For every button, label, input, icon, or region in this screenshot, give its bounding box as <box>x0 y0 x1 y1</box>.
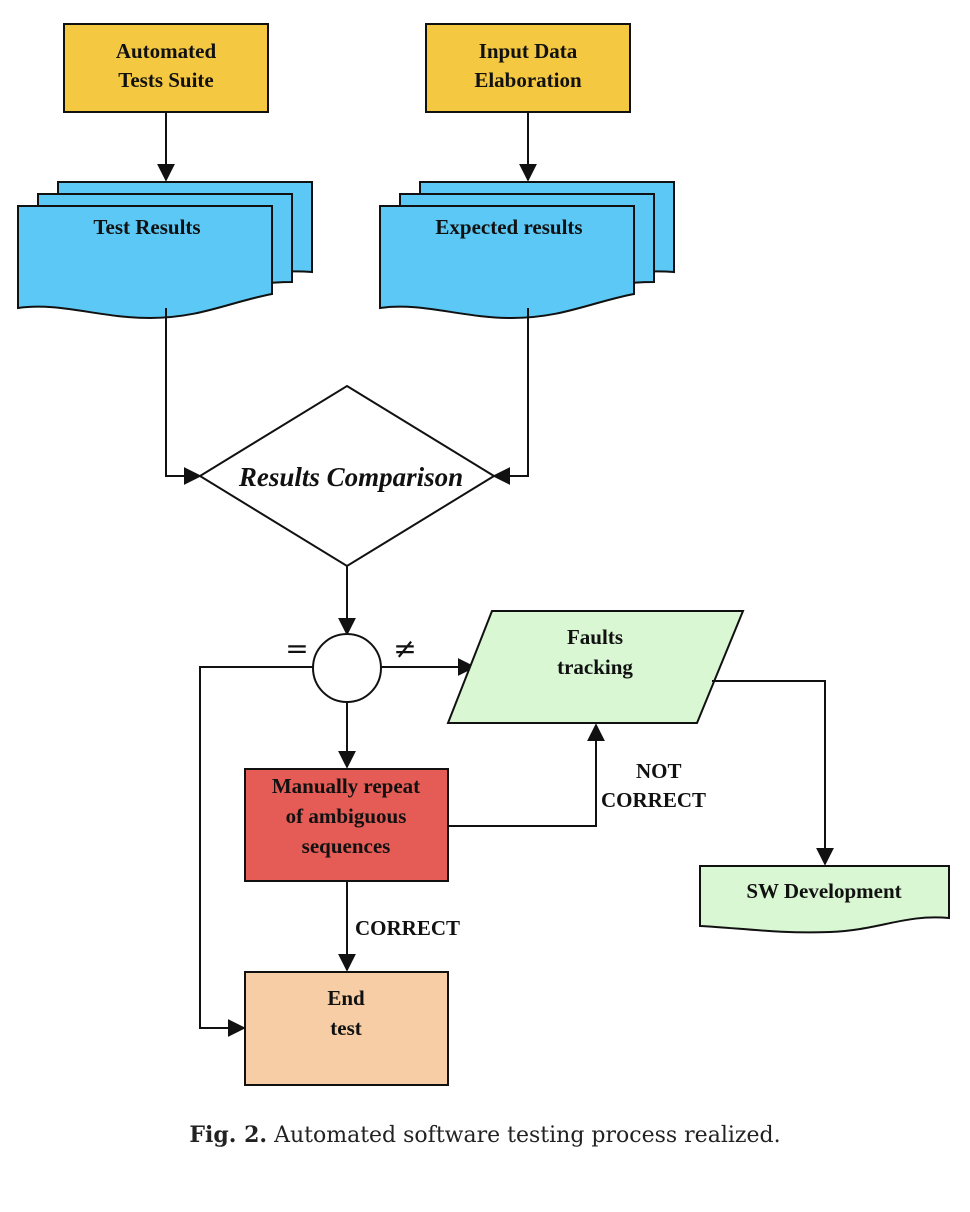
svg-text:Input Data: Input Data <box>479 39 578 63</box>
equal-symbol: = <box>285 632 308 665</box>
svg-text:tracking: tracking <box>557 655 633 679</box>
node-label: tracking <box>557 655 633 679</box>
caption-label: Fig. 2. <box>189 1122 268 1148</box>
svg-text:End: End <box>327 986 365 1010</box>
node-label: Tests Suite <box>118 68 214 92</box>
svg-text:Elaboration: Elaboration <box>474 68 582 92</box>
arrow-connector-to-end-test <box>199 666 313 1037</box>
not-equal-symbol: ≠ <box>393 632 416 665</box>
input-data-elaboration-node: Input Data Elaboration <box>425 23 631 113</box>
arrow-expected-to-comparison <box>492 308 529 485</box>
node-label: of ambiguous <box>286 804 407 828</box>
results-comparison-decision-node: Results Comparison <box>198 384 496 568</box>
node-label: Manually repeat <box>272 774 420 798</box>
test-results-document-node: Test Results <box>17 181 313 320</box>
not-correct-label: NOT <box>636 759 682 783</box>
svg-text:test: test <box>330 1016 361 1040</box>
svg-text:sequences: sequences <box>302 834 391 858</box>
not-correct-label: CORRECT <box>601 788 706 812</box>
decision-connector-circle <box>312 633 382 703</box>
svg-text:Automated: Automated <box>116 39 217 63</box>
figure-caption: Fig. 2. Automated software testing proce… <box>0 1122 970 1148</box>
caption-text: Automated software testing process reali… <box>274 1123 781 1148</box>
node-label: Automated <box>116 39 217 63</box>
faults-tracking-node: Faults tracking <box>446 610 745 724</box>
arrow-results-to-comparison <box>165 308 202 485</box>
correct-label: CORRECT <box>355 916 460 940</box>
end-test-node: End test <box>244 971 449 1086</box>
arrow-manual-to-faults <box>448 723 605 827</box>
expected-results-document-node: Expected results <box>379 181 675 320</box>
node-label: Elaboration <box>474 68 582 92</box>
node-label: sequences <box>302 834 391 858</box>
node-label: End <box>327 986 365 1010</box>
node-label: SW Development <box>746 879 901 903</box>
svg-text:Tests Suite: Tests Suite <box>118 68 214 92</box>
node-label: Expected results <box>435 215 582 239</box>
sw-development-document-node: SW Development <box>699 865 950 934</box>
arrow-faults-to-sw-development <box>712 680 834 866</box>
node-label: Test Results <box>93 215 200 239</box>
automated-tests-suite-node: Automated Tests Suite <box>63 23 269 113</box>
manual-repeat-node: Manually repeat of ambiguous sequences <box>244 768 449 882</box>
node-label: test <box>330 1016 361 1040</box>
node-label: Faults <box>567 625 623 649</box>
node-label: Results Comparison <box>238 462 463 492</box>
svg-text:Faults: Faults <box>567 625 623 649</box>
svg-text:Manually repeat: Manually repeat <box>272 774 420 798</box>
node-label: Input Data <box>479 39 578 63</box>
svg-text:of ambiguous: of ambiguous <box>286 804 407 828</box>
